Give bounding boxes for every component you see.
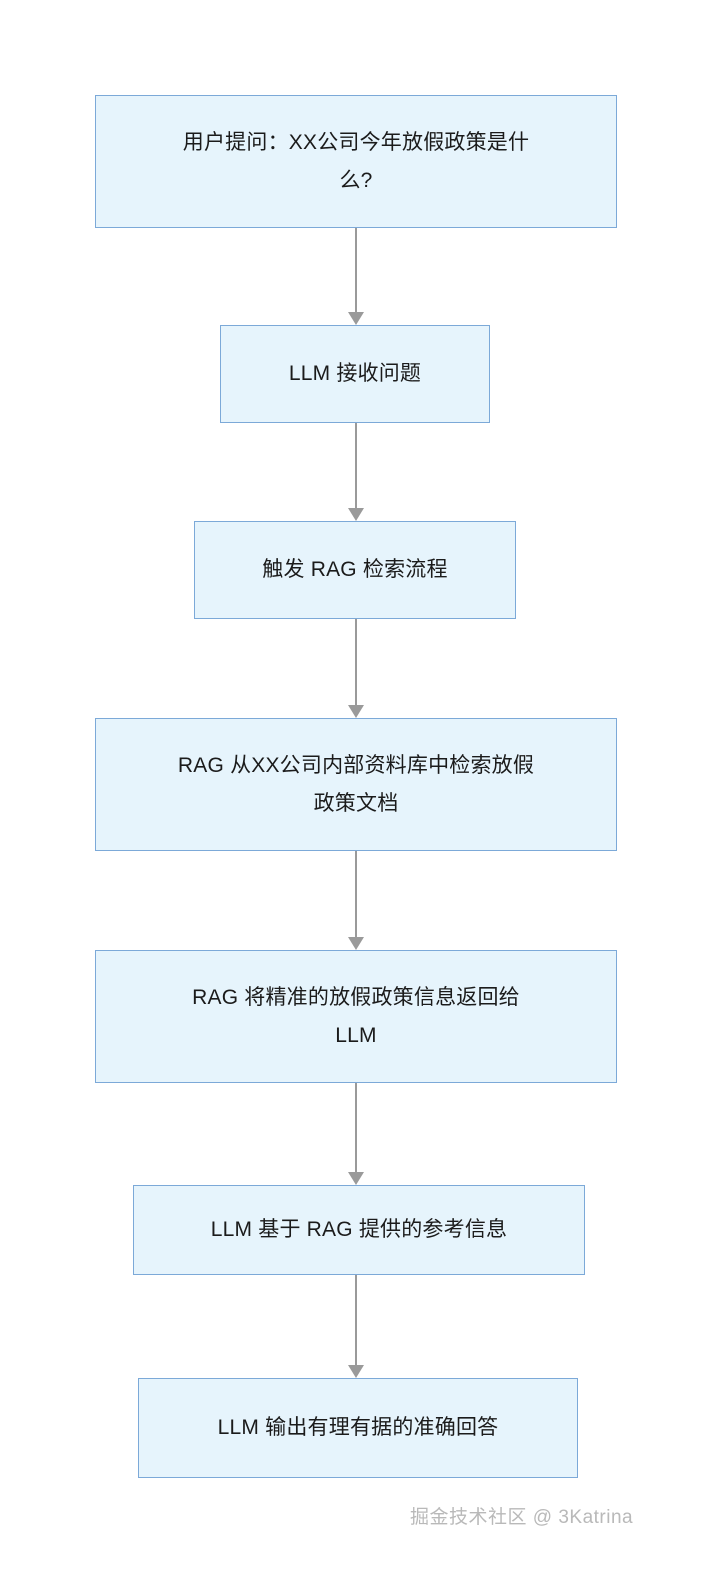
node-label: LLM 基于 RAG 提供的参考信息 [210,1218,508,1242]
connector-line [355,228,357,313]
node-label: 触发 RAG 检索流程 [262,558,448,582]
node-label: RAG 将精准的放假政策信息返回给 LLM [192,986,520,1047]
node-label: LLM 输出有理有据的准确回答 [217,1416,499,1440]
node-trigger-rag[interactable]: 触发 RAG 检索流程 [194,521,516,619]
node-label: RAG 从XX公司内部资料库中检索放假 政策文档 [177,754,535,815]
connector-arrow [344,423,368,521]
connector-line [355,1083,357,1173]
connector-arrow [344,851,368,950]
node-user-question[interactable]: 用户提问：XX公司今年放假政策是什 么? [95,95,617,228]
connector-line [355,1275,357,1366]
arrowhead-icon [348,312,364,325]
connector-line [355,619,357,706]
node-llm-receive[interactable]: LLM 接收问题 [220,325,490,423]
connector-arrow [344,1275,368,1378]
node-llm-reference[interactable]: LLM 基于 RAG 提供的参考信息 [133,1185,585,1275]
connector-line [355,423,357,509]
node-llm-answer[interactable]: LLM 输出有理有据的准确回答 [138,1378,578,1478]
connector-line [355,851,357,938]
node-rag-retrieve[interactable]: RAG 从XX公司内部资料库中检索放假 政策文档 [95,718,617,851]
node-label: 用户提问：XX公司今年放假政策是什 么? [182,131,530,192]
arrowhead-icon [348,937,364,950]
node-label: LLM 接收问题 [288,362,422,386]
connector-arrow [344,619,368,718]
arrowhead-icon [348,705,364,718]
connector-arrow [344,228,368,325]
watermark: 掘金技术社区 @ 3Katrina [410,1507,634,1528]
arrowhead-icon [348,1365,364,1378]
arrowhead-icon [348,1172,364,1185]
arrowhead-icon [348,508,364,521]
node-rag-return[interactable]: RAG 将精准的放假政策信息返回给 LLM [95,950,617,1083]
connector-arrow [344,1083,368,1185]
